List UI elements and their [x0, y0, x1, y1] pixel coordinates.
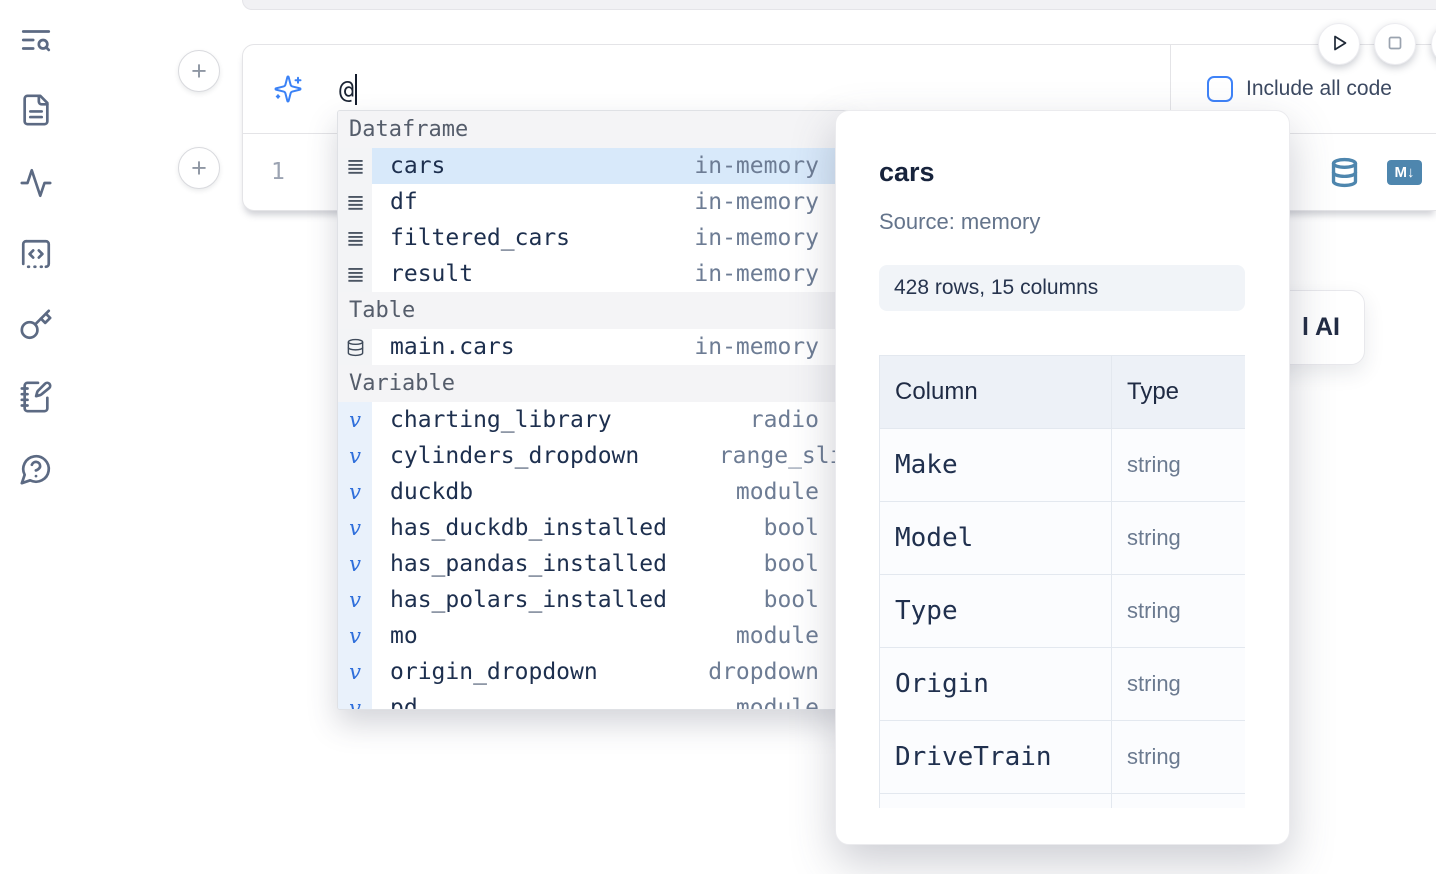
- variable-icon: v: [338, 618, 372, 654]
- variable-icon: v: [338, 510, 372, 546]
- type-header: Type: [1111, 355, 1245, 429]
- run-cell-button[interactable]: [1318, 23, 1360, 65]
- dataframe-rows-icon: [338, 148, 372, 184]
- table-header-row: Column Type: [879, 355, 1245, 429]
- notebook-pen-icon[interactable]: [19, 380, 53, 414]
- dataframe-rows-icon: [338, 220, 372, 256]
- section-header-variable: Variable: [338, 365, 849, 402]
- play-icon: [1327, 31, 1351, 58]
- line-number: 1: [271, 159, 285, 185]
- files-icon[interactable]: [19, 93, 53, 127]
- include-all-code-checkbox[interactable]: [1207, 76, 1233, 102]
- ai-prompt-input[interactable]: @: [243, 45, 1171, 133]
- stop-cell-button[interactable]: [1374, 23, 1416, 65]
- add-cell-below-button[interactable]: +: [178, 147, 220, 189]
- dataframe-rows-icon: [338, 184, 372, 220]
- preview-source: Source: memory: [879, 209, 1041, 234]
- add-cell-above-button[interactable]: +: [178, 50, 220, 92]
- database-icon: [338, 329, 372, 365]
- text-cursor: [355, 73, 358, 105]
- dataframe-rows-icon: [338, 256, 372, 292]
- variable-icon: v: [338, 690, 372, 709]
- table-row: Type string: [879, 574, 1245, 648]
- schema-table: Column Type Make string Model string Typ…: [879, 355, 1245, 808]
- section-header-dataframe: Dataframe: [338, 111, 849, 148]
- database-output-icon[interactable]: [1329, 157, 1360, 188]
- left-sidebar: [0, 0, 72, 874]
- table-row: Make string: [879, 428, 1245, 502]
- table-row: DriveTrain string: [879, 720, 1245, 794]
- ai-prompt-value: @: [339, 74, 355, 104]
- stop-icon: [1383, 31, 1407, 58]
- table-of-contents-search-icon[interactable]: [19, 23, 53, 57]
- include-all-code-group: Include all code: [1171, 45, 1436, 133]
- schema-table-wrapper: Column Type Make string Model string Typ…: [879, 355, 1245, 808]
- dataframe-preview-panel: cars Source: memory 428 rows, 15 columns…: [835, 110, 1290, 845]
- plus-icon: +: [191, 152, 207, 183]
- section-header-table: Table: [338, 292, 849, 329]
- ai-card-label: l AI: [1302, 313, 1340, 341]
- code-editor-row[interactable]: 1 M↓: [243, 134, 1436, 210]
- plus-icon: +: [191, 55, 207, 86]
- key-icon[interactable]: [19, 308, 53, 342]
- markdown-export-icon[interactable]: M↓: [1387, 159, 1422, 185]
- sparkles-icon: [274, 75, 302, 103]
- table-row: [879, 793, 1245, 808]
- variable-icon: v: [338, 654, 372, 690]
- table-row: Model string: [879, 501, 1245, 575]
- variable-icon: v: [338, 582, 372, 618]
- activity-icon[interactable]: [19, 166, 53, 200]
- variable-icon: v: [338, 474, 372, 510]
- variable-icon: v: [338, 438, 372, 474]
- help-chat-icon[interactable]: [19, 452, 53, 486]
- column-header: Column: [879, 355, 1112, 429]
- shape-badge: 428 rows, 15 columns: [879, 265, 1245, 311]
- preview-title: cars: [879, 157, 935, 187]
- variable-icon: v: [338, 402, 372, 438]
- variable-icon: v: [338, 546, 372, 582]
- include-all-code-label: Include all code: [1246, 77, 1392, 100]
- table-row: Origin string: [879, 647, 1245, 721]
- previous-cell-bottom-edge: [242, 0, 1436, 10]
- snippets-code-icon[interactable]: [19, 237, 53, 271]
